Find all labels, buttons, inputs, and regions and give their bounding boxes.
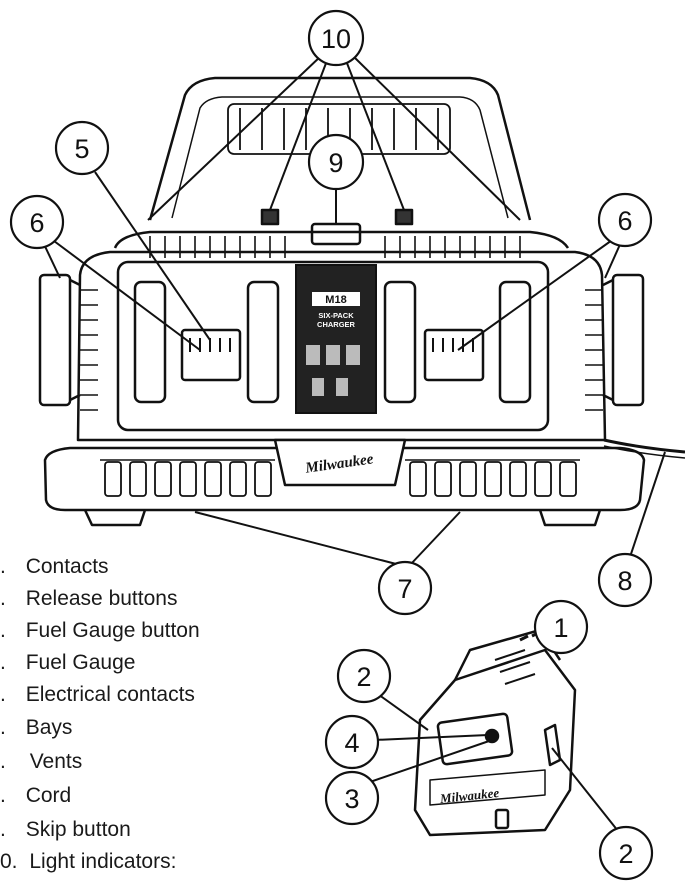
charger-base [43,446,646,512]
legend-item-7: . Vents [0,750,82,774]
callout-circle-2-top [336,648,392,704]
legend-text: Contacts [25,555,109,578]
label-icons [306,345,360,396]
legend-marker: . [0,750,6,773]
skip-button-shape [310,222,362,246]
battery-fuel-gauge [436,712,514,766]
legend-item-8: . Cord [0,784,71,808]
callout-circle-8 [597,552,653,608]
legend-item-9: . Skip button [0,818,131,842]
callout-circle-9 [307,133,365,191]
charger-illustration [38,76,685,527]
legend-item-1: . Contacts [0,555,109,579]
callout-circle-10 [307,9,365,67]
legend-text: Release buttons [25,587,178,610]
callouts [9,9,654,881]
callout-4: 4 [344,728,359,758]
callout-6-left: 6 [29,208,44,238]
callout-circle-1 [533,599,589,655]
legend-marker: . [0,651,6,674]
legend-item-6: . Bays [0,716,72,740]
legend-item-2: . Release buttons [0,587,177,611]
right-release-tab [611,273,645,407]
callout-3: 3 [344,784,359,814]
callout-numbers: 10 5 9 6 6 7 8 1 2 4 3 2 [29,24,633,869]
callout-9: 9 [328,148,343,178]
left-bay-contacts [180,328,242,382]
charger-label-line2: CHARGER [317,320,356,329]
legend-text: Fuel Gauge button [25,619,200,642]
right-bay-contacts [423,328,485,382]
battery-brand-logo: Milwaukee [438,785,500,806]
callout-1: 1 [553,613,568,643]
legend-marker: . [0,716,6,739]
callout-7: 7 [397,574,412,604]
callout-circle-6-right [597,192,653,248]
legend-text: Bays [25,716,73,739]
callout-6-right: 6 [617,206,632,236]
callout-circle-6-left [9,194,65,250]
battery-release-button [543,723,562,767]
legend-text: Vents [29,750,83,773]
charger-body [76,250,607,442]
callout-circle-3 [324,770,380,826]
legend-marker: . [0,784,6,807]
callout-circle-7 [377,560,433,616]
legend-item-5: . Electrical contacts [0,683,195,707]
callout-circle-4 [324,714,380,770]
legend-marker: . [0,619,6,642]
callout-5: 5 [74,134,89,164]
charger-label-line1: SIX-PACK [318,311,354,320]
legend-item-3: . Fuel Gauge button [0,619,200,643]
legend-marker: . [0,555,6,578]
battery-body [413,648,577,837]
battery-illustration [413,626,577,837]
legend-marker: . [0,818,6,841]
legend-text: Cord [25,784,72,807]
legend-item-10: 0. Light indicators: [0,850,176,874]
legend-marker: . [0,587,6,610]
callout-2-top: 2 [356,662,371,692]
legend-text: Fuel Gauge [25,651,136,674]
legend-text: Light indicators: [29,850,177,873]
charger-handle [148,76,532,221]
charger-model-label: M18 [325,294,346,306]
callout-10: 10 [321,24,351,54]
callout-2-bottom: 2 [618,839,633,869]
left-release-tab [38,273,72,407]
callout-circle-5 [54,120,110,176]
legend-item-4: . Fuel Gauge [0,651,135,675]
bottom-vents [104,461,577,497]
legend-marker: . [0,683,6,706]
legend-marker: 0. [0,850,18,873]
legend-text: Electrical contacts [25,683,195,706]
callout-circle-2-bottom [598,825,654,881]
leader-lines [41,54,666,837]
legend-text: Skip button [25,818,131,841]
callout-8: 8 [617,566,632,596]
